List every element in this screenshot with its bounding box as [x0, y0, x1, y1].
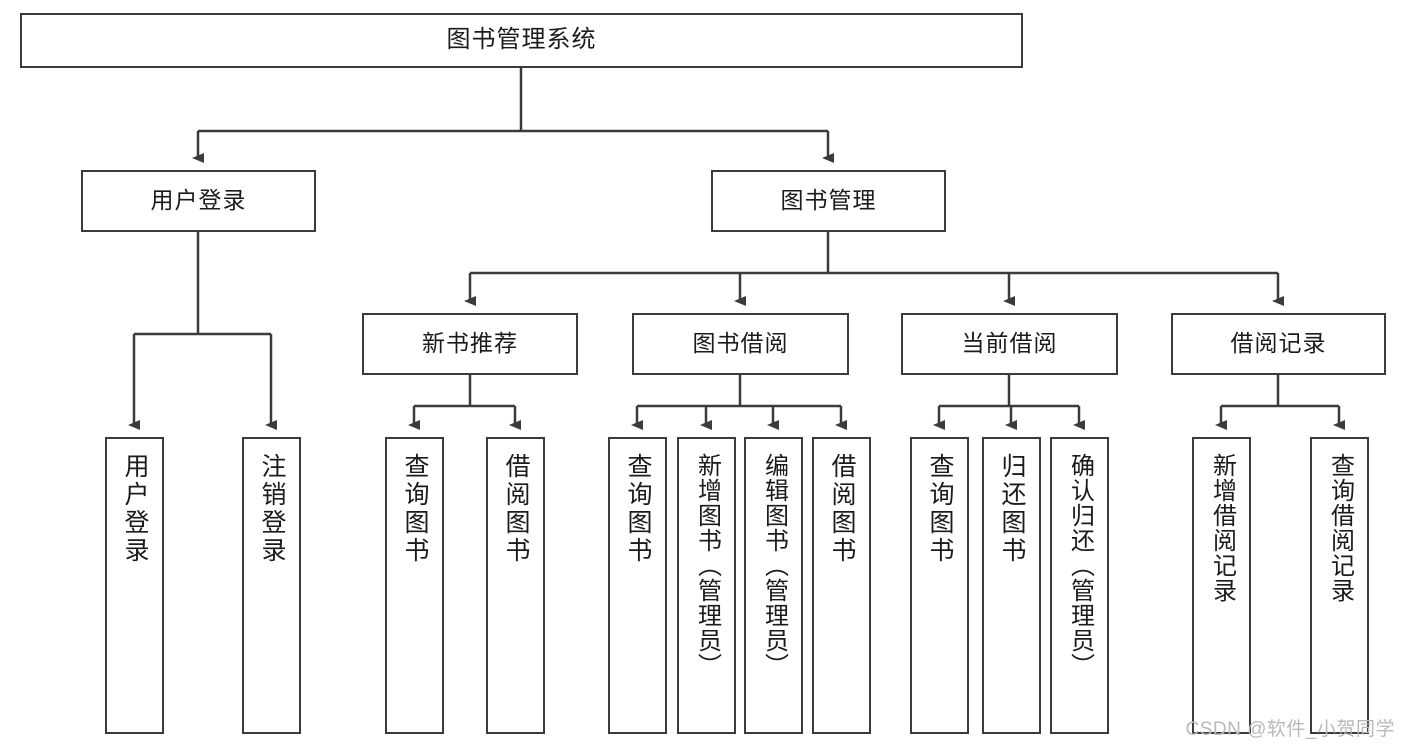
node-label: 注销登录 — [258, 453, 286, 565]
node-leaf-query-book-1[interactable]: 查询图书 — [385, 437, 444, 734]
node-leaf-user-login[interactable]: 用户登录 — [105, 437, 164, 734]
node-leaf-edit-book-admin[interactable]: 编辑图书（管理员） — [744, 437, 803, 734]
node-label: 借阅图书 — [828, 453, 856, 565]
node-leaf-query-book-3[interactable]: 查询图书 — [910, 437, 969, 734]
node-current-borrow[interactable]: 当前借阅 — [901, 313, 1118, 375]
node-borrow-record[interactable]: 借阅记录 — [1171, 313, 1386, 375]
node-book-borrow[interactable]: 图书借阅 — [632, 313, 849, 375]
node-user-login[interactable]: 用户登录 — [81, 170, 316, 232]
node-new-book-recommend[interactable]: 新书推荐 — [362, 313, 578, 375]
node-label: 新书推荐 — [422, 330, 518, 357]
node-book-manage[interactable]: 图书管理 — [711, 170, 946, 232]
node-label: 借阅图书 — [502, 453, 530, 565]
node-label: 归还图书 — [998, 453, 1026, 565]
node-label: 当前借阅 — [961, 330, 1058, 357]
node-leaf-confirm-return-admin[interactable]: 确认归还（管理员） — [1050, 437, 1109, 734]
node-label: 图书管理系统 — [446, 26, 597, 54]
node-leaf-query-book-2[interactable]: 查询图书 — [608, 437, 667, 734]
node-label: 查询借阅记录 — [1326, 453, 1354, 603]
node-leaf-add-book-admin[interactable]: 新增图书（管理员） — [677, 437, 736, 734]
node-label: 图书管理 — [780, 187, 877, 214]
node-label: 新增借阅记录 — [1208, 453, 1236, 603]
node-leaf-borrow-book-2[interactable]: 借阅图书 — [812, 437, 871, 734]
node-label: 用户登录 — [150, 187, 247, 214]
node-label: 借阅记录 — [1230, 330, 1327, 357]
node-leaf-user-logout[interactable]: 注销登录 — [242, 437, 301, 734]
node-label: 查询图书 — [926, 453, 954, 565]
node-label: 编辑图书（管理员） — [760, 453, 788, 678]
node-leaf-add-borrow-record[interactable]: 新增借阅记录 — [1192, 437, 1251, 734]
watermark-text: CSDN @软件_小贺同学 — [1185, 719, 1395, 740]
node-label: 确认归还（管理员） — [1066, 453, 1094, 678]
node-root-system[interactable]: 图书管理系统 — [20, 13, 1023, 68]
node-leaf-query-borrow-record[interactable]: 查询借阅记录 — [1310, 437, 1369, 734]
node-leaf-borrow-book-1[interactable]: 借阅图书 — [486, 437, 545, 734]
node-label: 查询图书 — [624, 453, 652, 565]
node-label: 用户登录 — [121, 453, 149, 565]
node-leaf-return-book[interactable]: 归还图书 — [982, 437, 1041, 734]
node-label: 图书借阅 — [692, 330, 789, 357]
node-label: 查询图书 — [401, 453, 429, 565]
node-label: 新增图书（管理员） — [693, 453, 721, 678]
